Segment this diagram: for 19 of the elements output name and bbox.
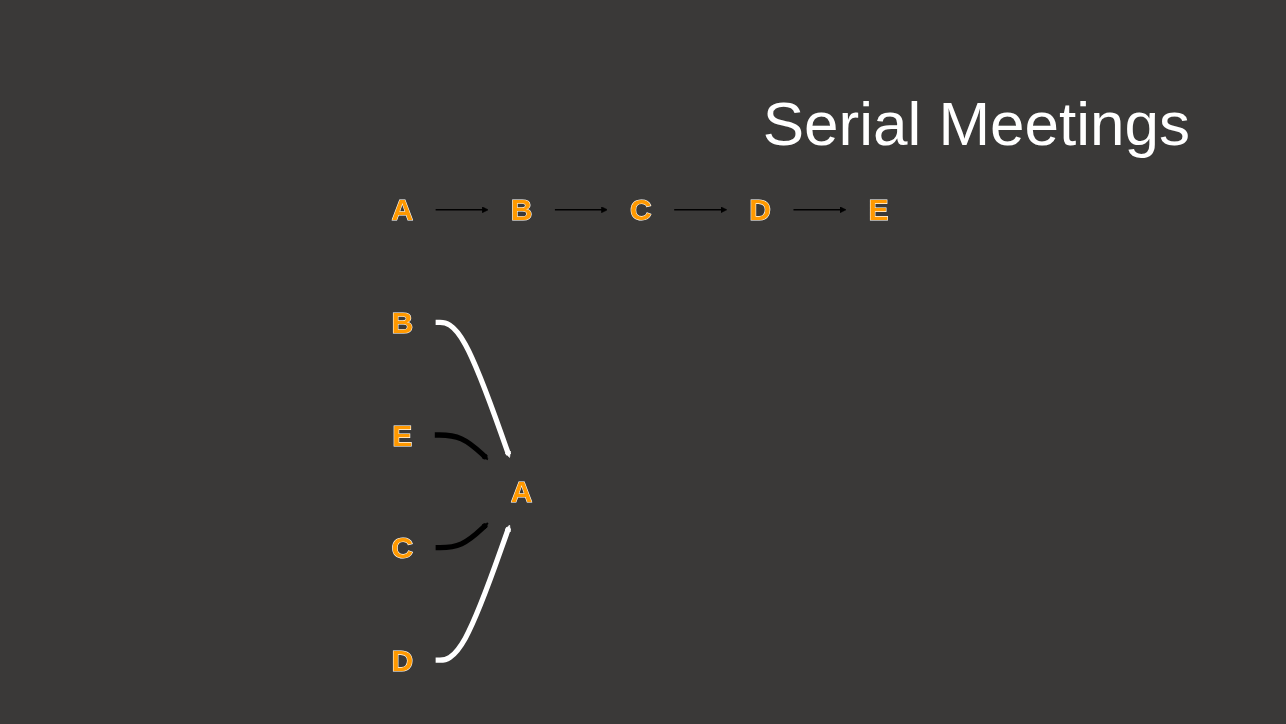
arrow [435, 522, 489, 551]
arrow [434, 432, 489, 461]
node-text: C [391, 531, 414, 565]
arrow [554, 206, 608, 214]
node-text: C [629, 193, 652, 227]
node-text: A [510, 474, 533, 508]
title: Serial Meetings [762, 88, 1190, 159]
node-text: B [391, 305, 414, 339]
node-text: D [749, 193, 771, 227]
arrow [435, 319, 512, 458]
node-text: E [868, 193, 889, 227]
arrow [435, 524, 512, 663]
node-text: E [392, 418, 413, 452]
arrow [673, 206, 728, 214]
node-text: A [391, 193, 414, 227]
arrow [792, 206, 847, 214]
node-text: D [391, 643, 414, 677]
arrow [434, 206, 489, 214]
node-text: B [510, 193, 533, 227]
